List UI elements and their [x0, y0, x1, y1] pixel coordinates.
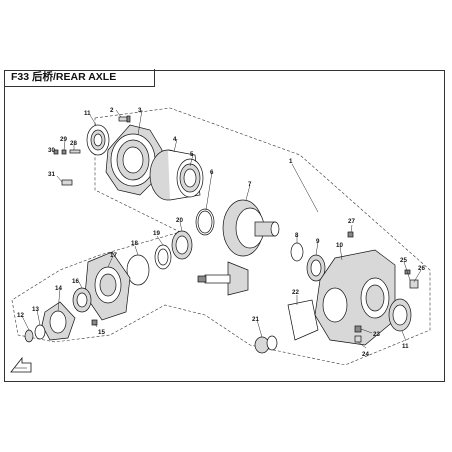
callout-23: 23 — [373, 331, 380, 338]
callout-20: 20 — [176, 217, 183, 224]
callout-8: 8 — [295, 232, 299, 239]
part-17-flange-housing — [84, 251, 131, 321]
callout-18: 18 — [131, 240, 138, 247]
callout-11-lower: 11 — [402, 343, 409, 350]
callout-10: 10 — [336, 242, 343, 249]
callout-2: 2 — [110, 107, 114, 114]
part-8-shim — [290, 242, 304, 262]
callout-9: 9 — [316, 238, 320, 245]
part-2-bolt — [118, 115, 131, 123]
callout-19: 19 — [153, 230, 160, 237]
callout-4: 4 — [173, 136, 177, 143]
part-11-oil-seal-lower — [388, 298, 412, 332]
callout-28: 28 — [70, 140, 77, 147]
callout-30: 30 — [48, 147, 55, 154]
part-15-bolt — [91, 319, 98, 326]
part-18-o-ring — [126, 254, 150, 286]
part-27-bolt — [347, 231, 354, 238]
part-29-pin — [61, 149, 67, 155]
part-9-bearing — [306, 254, 326, 282]
part-10-housing — [314, 249, 396, 346]
callout-16: 16 — [72, 278, 79, 285]
callout-27: 27 — [348, 218, 355, 225]
part-7-ring-gear — [222, 199, 280, 257]
part-pinion-gear — [197, 261, 249, 296]
part-21-seal — [254, 335, 278, 354]
callout-12: 12 — [17, 312, 24, 319]
callout-3: 3 — [138, 107, 142, 114]
callout-15: 15 — [98, 329, 105, 336]
callout-5: 5 — [190, 151, 194, 158]
callout-6: 6 — [210, 169, 214, 176]
callout-25: 25 — [400, 257, 407, 264]
callout-26: 26 — [418, 265, 425, 272]
callout-14: 14 — [55, 285, 62, 292]
part-11-oil-seal-upper — [86, 124, 110, 156]
part-13-washer — [34, 324, 46, 340]
callout-13: 13 — [32, 306, 39, 313]
diagram-frame — [4, 70, 445, 382]
part-6-shim-ring — [195, 208, 215, 236]
part-22-gasket — [287, 299, 319, 341]
part-31-bolt — [61, 179, 73, 186]
callout-22: 22 — [292, 289, 299, 296]
callout-11-upper: 11 — [84, 110, 91, 117]
part-28-stud — [69, 149, 81, 154]
part-5-bearing — [179, 163, 201, 193]
callout-24: 24 — [362, 351, 369, 358]
part-19-ring — [154, 244, 172, 270]
callout-17: 17 — [110, 252, 117, 259]
leader-lines — [21, 109, 422, 349]
part-14-flange — [41, 301, 76, 341]
part-26-breather — [404, 269, 419, 289]
part-12-nut — [24, 329, 34, 343]
callout-29: 29 — [60, 136, 67, 143]
callout-21: 21 — [252, 316, 259, 323]
callout-7: 7 — [248, 181, 252, 188]
callout-1: 1 — [289, 158, 293, 165]
part-3-cover — [105, 124, 163, 196]
assembly-boundary — [11, 107, 431, 366]
front-direction-arrow-icon — [10, 356, 32, 373]
callout-31: 31 — [48, 171, 55, 178]
part-20-bearing — [171, 230, 193, 260]
diagram-title: F33 后桥/REAR AXLE — [5, 69, 155, 87]
part-16-bearing — [72, 287, 92, 313]
